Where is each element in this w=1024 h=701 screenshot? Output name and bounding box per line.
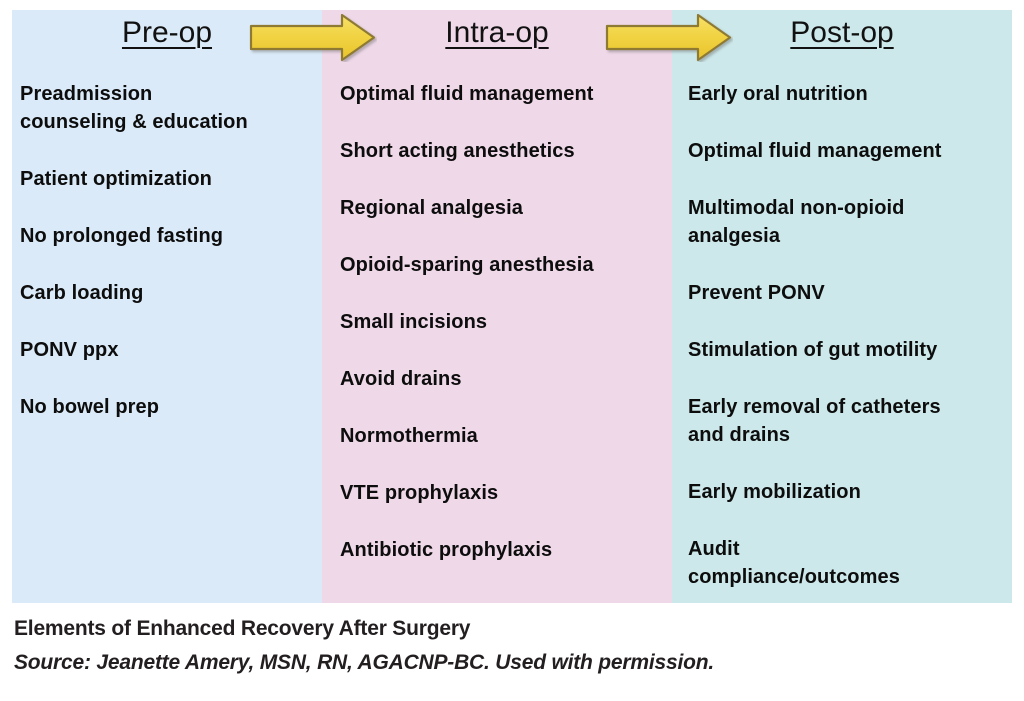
arrow-right-icon [605, 13, 732, 62]
list-item: Audit compliance/outcomes [688, 537, 900, 588]
column-postop: Post-op Early oral nutrition Optimal flu… [672, 10, 1012, 603]
figure-caption: Elements of Enhanced Recovery After Surg… [14, 612, 714, 680]
list-item: Stimulation of gut motility [688, 338, 938, 361]
list-item: No bowel prep [20, 395, 160, 418]
list-item: Early oral nutrition [688, 82, 868, 105]
list-item: Early removal of catheters and drains [688, 395, 941, 446]
list-item: Antibiotic prophylaxis [340, 538, 553, 561]
list-item: Avoid drains [340, 367, 462, 390]
list-item: Normothermia [340, 424, 478, 447]
list-item: Opioid-sparing anesthesia [340, 253, 594, 276]
arrow-right-icon [249, 13, 376, 62]
list-item: PONV ppx [20, 338, 119, 361]
column-intraop-title: Intra-op [445, 16, 549, 49]
list-item: Multimodal non-opioid analgesia [688, 196, 905, 247]
caption-title: Elements of Enhanced Recovery After Surg… [14, 617, 471, 640]
column-preop-items: Preadmission counseling & education Pati… [12, 80, 322, 421]
column-postop-title: Post-op [790, 16, 894, 49]
list-item: Preadmission counseling & education [20, 82, 248, 133]
list-item: No prolonged fasting [20, 224, 224, 247]
caption-source: Source: Jeanette Amery, MSN, RN, AGACNP-… [14, 651, 714, 674]
column-intraop-items: Optimal fluid management Short acting an… [322, 80, 672, 564]
list-item: Early mobilization [688, 480, 861, 503]
list-item: Patient optimization [20, 167, 212, 190]
list-item: Short acting anesthetics [340, 139, 575, 162]
list-item: Optimal fluid management [688, 139, 942, 162]
list-item: Carb loading [20, 281, 144, 304]
list-item: Prevent PONV [688, 281, 825, 304]
column-preop-title: Pre-op [121, 16, 213, 49]
column-preop: Pre-op Preadmission counseling & educati… [12, 10, 322, 603]
list-item: VTE prophylaxis [340, 481, 499, 504]
list-item: Regional analgesia [340, 196, 523, 219]
list-item: Optimal fluid management [340, 82, 594, 105]
list-item: Small incisions [340, 310, 488, 333]
column-postop-items: Early oral nutrition Optimal fluid manag… [672, 80, 1012, 591]
column-intraop: Intra-op Optimal fluid management Short … [322, 10, 672, 603]
